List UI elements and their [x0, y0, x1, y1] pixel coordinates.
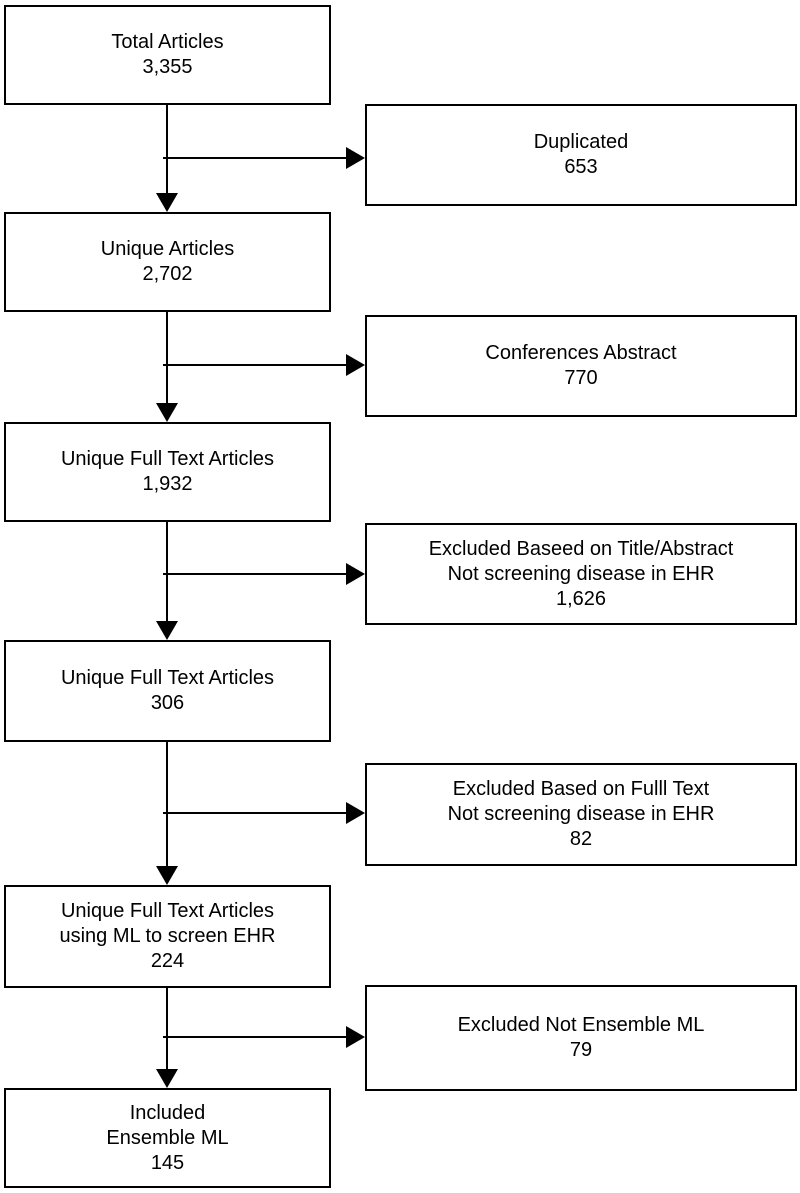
box-value: 145 — [150, 1151, 185, 1174]
arrow-down-icon — [156, 403, 178, 422]
box-label: Unique Articles — [100, 238, 235, 260]
box-label: Excluded Not Ensemble ML — [457, 1014, 705, 1036]
box-label: Unique Full Text Articles — [60, 448, 275, 470]
flow-box-excluded-full-text: Excluded Based on Fulll Text Not screeni… — [365, 763, 797, 866]
box-value: 1,626 — [555, 587, 607, 610]
connector-line — [166, 105, 168, 197]
box-label: Unique Full Text Articles — [60, 900, 275, 922]
box-value: 79 — [569, 1039, 593, 1061]
flow-box-duplicated: Duplicated 653 — [365, 104, 797, 206]
box-label: Not screening disease in EHR — [447, 562, 715, 585]
flow-box-unique-full-text-306: Unique Full Text Articles 306 — [4, 640, 331, 742]
box-label: using ML to screen EHR — [59, 925, 276, 947]
connector-line — [166, 988, 168, 1073]
flow-box-included-ensemble-ml: Included Ensemble ML 145 — [4, 1088, 331, 1188]
box-label: Not screening disease in EHR — [447, 803, 715, 825]
box-label: Total Articles — [111, 31, 224, 53]
box-value: 653 — [564, 156, 598, 178]
connector-line — [166, 312, 168, 407]
box-label: Conferences Abstract — [485, 342, 677, 364]
box-value: 306 — [150, 692, 185, 714]
box-label: Unique Full Text Articles — [60, 667, 275, 689]
arrow-down-icon — [156, 1069, 178, 1088]
arrow-down-icon — [156, 621, 178, 640]
box-value: 770 — [564, 367, 598, 389]
flow-box-excluded-not-ensemble-ml: Excluded Not Ensemble ML 79 — [365, 985, 797, 1091]
arrow-right-icon — [346, 802, 365, 824]
box-value: 224 — [150, 950, 185, 972]
connector-line — [163, 1036, 349, 1038]
arrow-down-icon — [156, 866, 178, 885]
arrow-right-icon — [346, 1026, 365, 1048]
connector-line — [163, 157, 349, 159]
box-value: 82 — [569, 828, 593, 850]
connector-line — [166, 742, 168, 870]
arrow-down-icon — [156, 193, 178, 212]
flow-box-unique-articles: Unique Articles 2,702 — [4, 212, 331, 312]
box-label: Excluded Baseed on Title/Abstract — [428, 537, 734, 560]
arrow-right-icon — [346, 354, 365, 376]
flow-box-conferences-abstract: Conferences Abstract 770 — [365, 315, 797, 417]
flow-box-unique-full-text-1932: Unique Full Text Articles 1,932 — [4, 422, 331, 522]
connector-line — [163, 364, 349, 366]
flow-box-unique-full-text-ml: Unique Full Text Articles using ML to sc… — [4, 885, 331, 988]
arrow-right-icon — [346, 563, 365, 585]
box-value: 3,355 — [142, 56, 193, 78]
connector-line — [163, 573, 349, 575]
box-value: 1,932 — [142, 473, 193, 495]
box-label: Duplicated — [533, 131, 629, 153]
flow-box-excluded-title-abstract: Excluded Baseed on Title/Abstract Not sc… — [365, 523, 797, 625]
connector-line — [163, 812, 349, 814]
flow-box-total-articles: Total Articles 3,355 — [4, 5, 331, 105]
box-label: Excluded Based on Fulll Text — [452, 778, 710, 800]
box-label: Ensemble ML — [106, 1126, 229, 1149]
box-label: Included — [129, 1101, 206, 1124]
arrow-right-icon — [346, 147, 365, 169]
box-value: 2,702 — [142, 263, 193, 285]
